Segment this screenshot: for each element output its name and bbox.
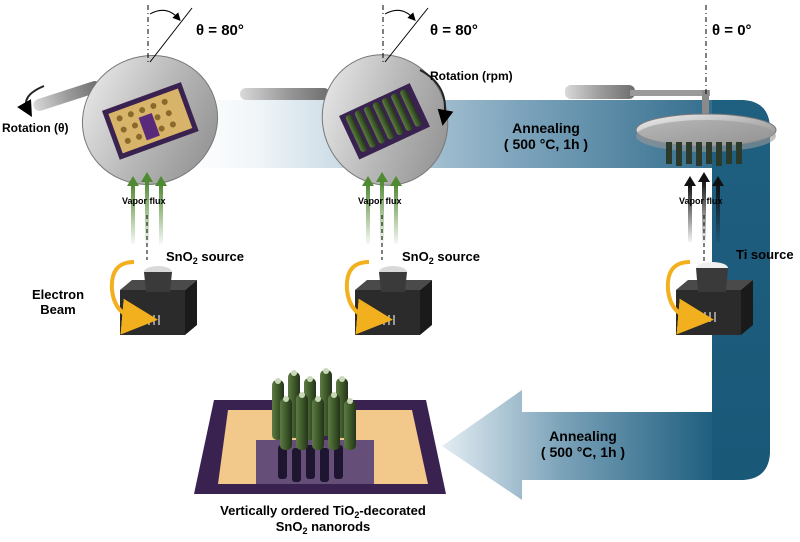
annealing-label-bottom: Annealing( 500 °C, 1h ) (540, 428, 626, 461)
rotation-theta-label: Rotation (θ) (2, 121, 69, 135)
angle-indicators (147, 5, 707, 95)
evaporation-source-2 (344, 260, 432, 335)
source-label-1: SnO2 source (166, 249, 244, 266)
evaporation-source-3 (665, 260, 753, 335)
angle-label-stage-1: θ = 80° (196, 22, 244, 39)
vapor-flux-label-1: Vapor flux (122, 196, 166, 206)
rotation-rpm-label: Rotation (rpm) (430, 69, 513, 83)
vapor-flux-label-2: Vapor flux (358, 196, 402, 206)
angle-label-stage-2: θ = 80° (430, 22, 478, 39)
vapor-flux-label-3: Vapor flux (679, 196, 723, 206)
final-device (194, 368, 446, 494)
substrate-holder-2 (240, 54, 449, 186)
final-device-caption: Vertically ordered TiO2-decorated SnO2 n… (220, 503, 426, 537)
substrate-holder-3 (565, 85, 777, 166)
annealing-label-top: Annealing( 500 °C, 1h ) (503, 120, 589, 153)
angle-label-stage-3: θ = 0° (712, 22, 752, 39)
evaporation-source-1 (109, 260, 197, 335)
source-label-2: SnO2 source (402, 249, 480, 266)
substrate-holder-1 (33, 55, 219, 185)
source-label-3: Ti source (736, 247, 794, 262)
vapor-flux-arrows (127, 172, 724, 262)
rotation-arrows (17, 69, 454, 126)
